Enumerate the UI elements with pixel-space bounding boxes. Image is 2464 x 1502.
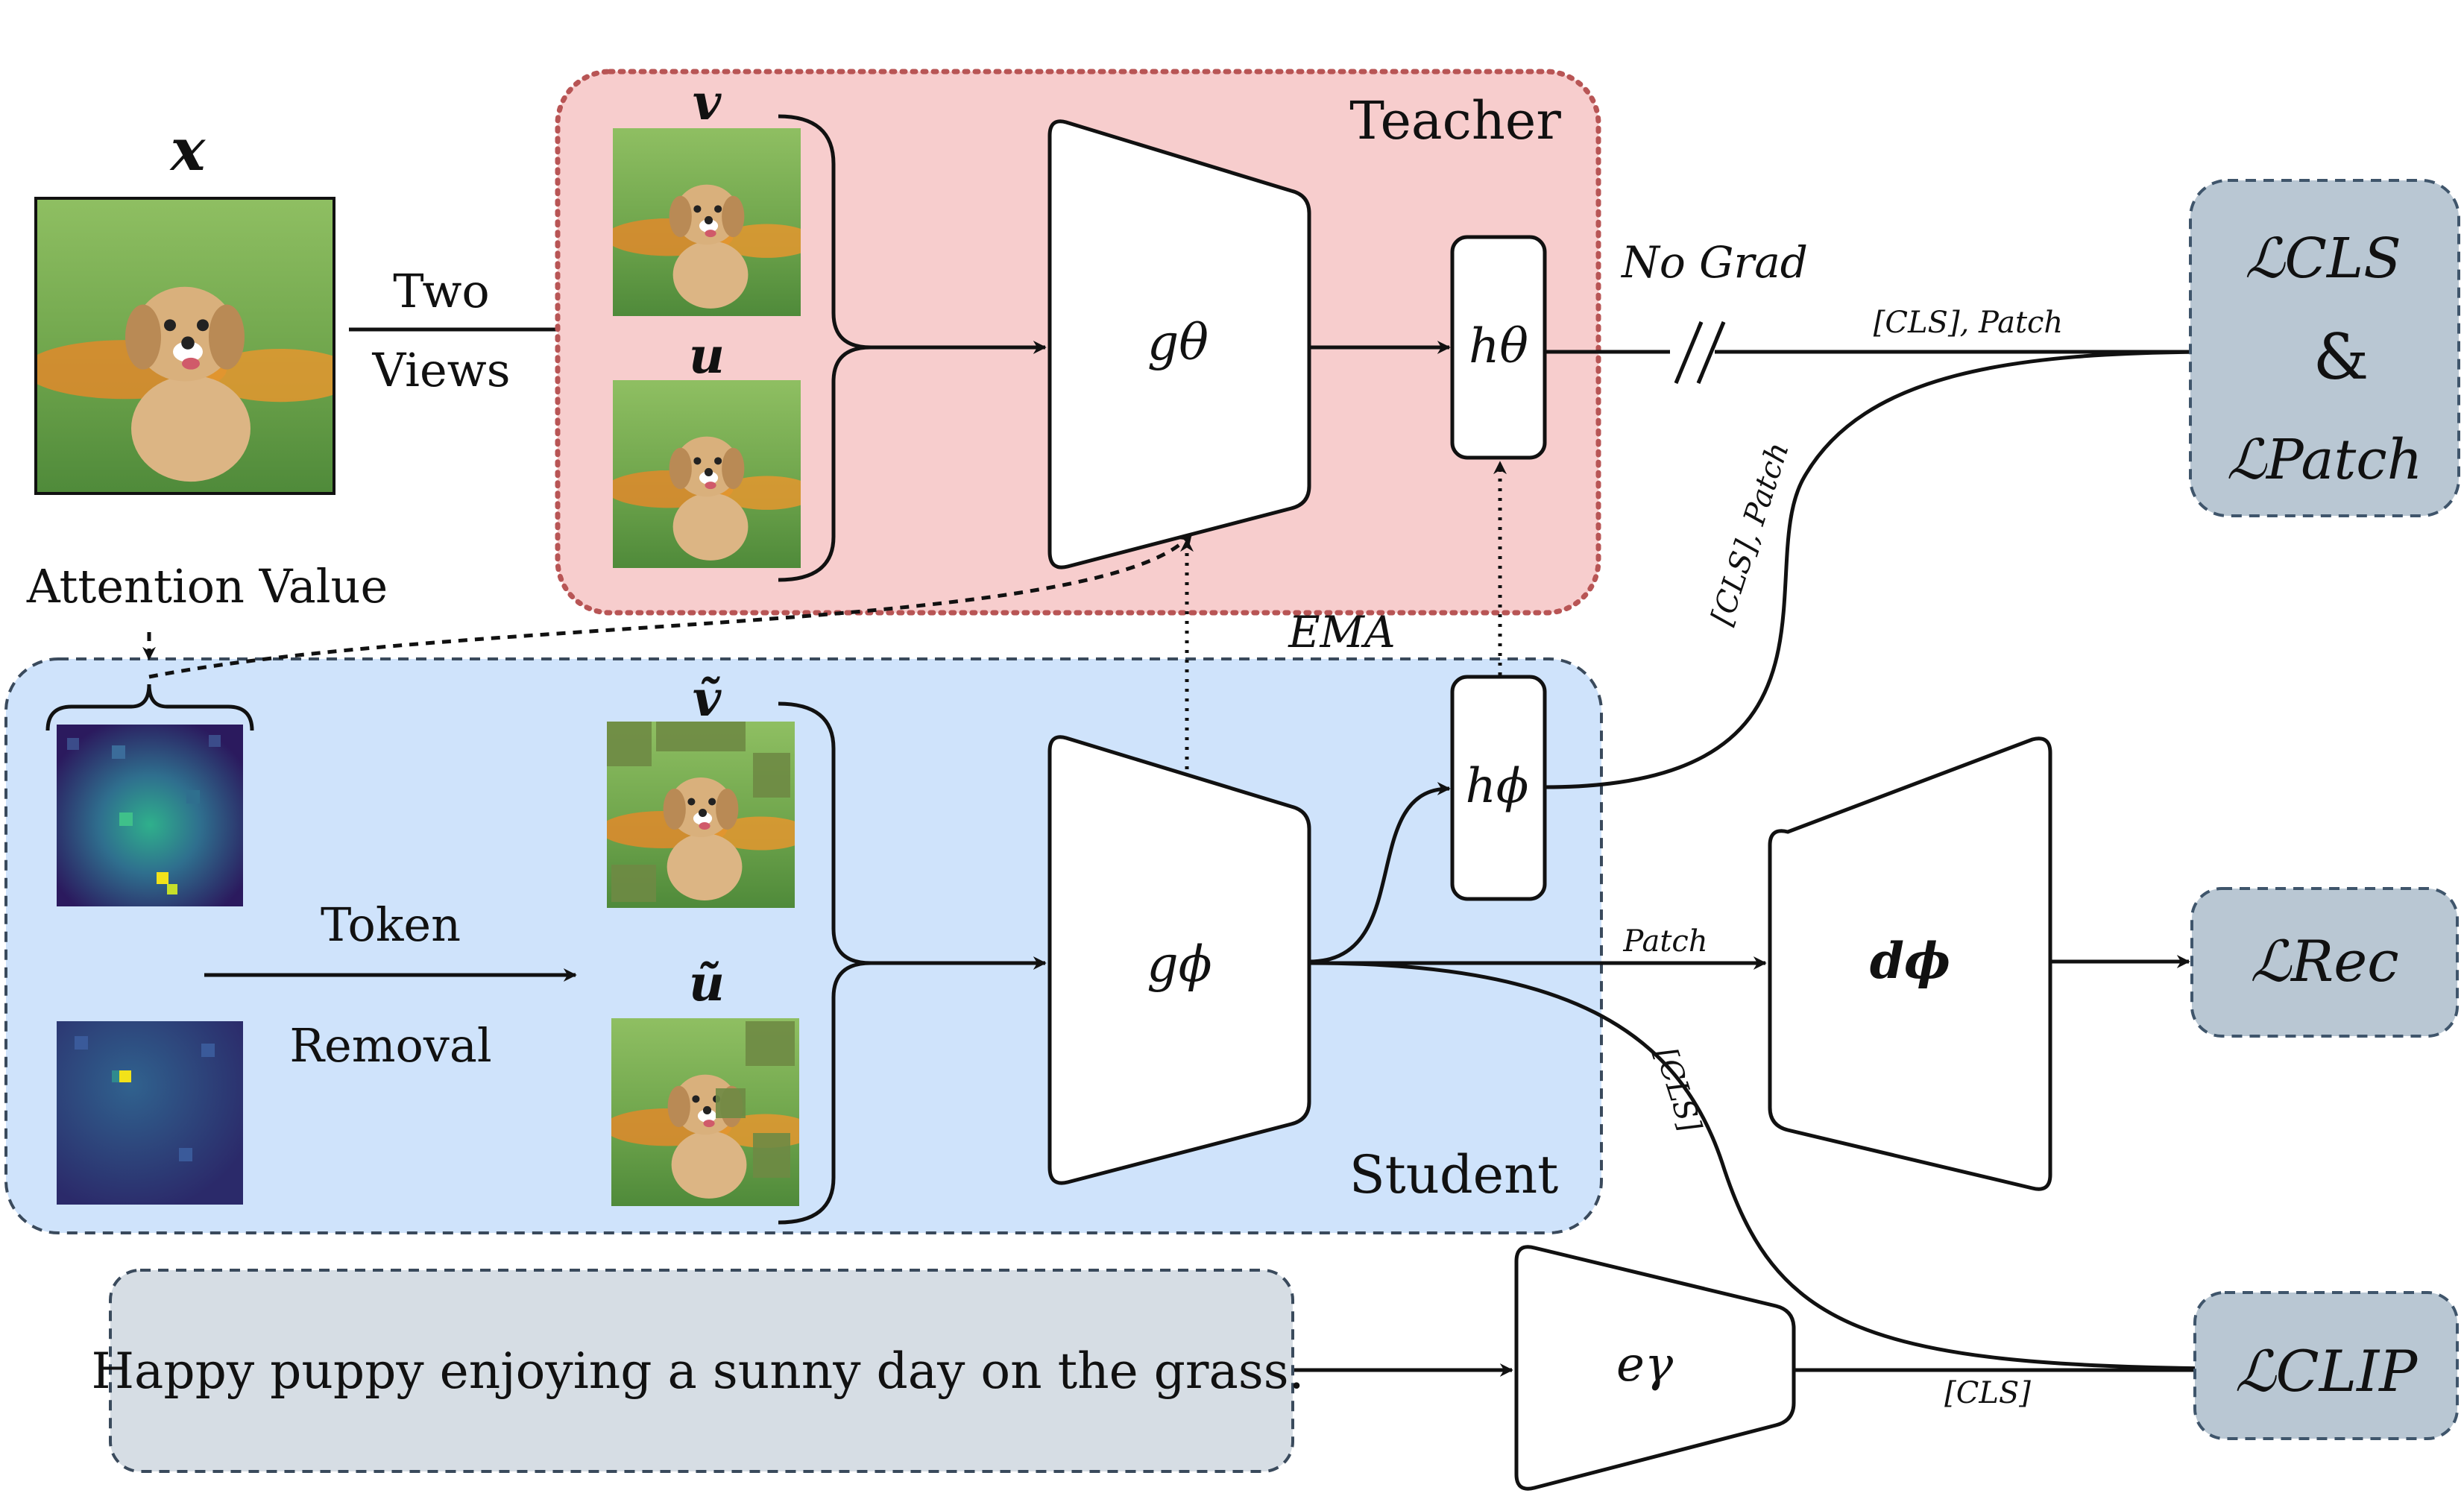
student-view-v-image <box>607 722 795 908</box>
teacher-view-v-label: v <box>693 73 722 131</box>
two-views-label-line1: Two <box>393 264 490 318</box>
student-encoder-to-head-arrow <box>1308 782 1451 964</box>
attention-value-label: Attention Value <box>26 559 388 613</box>
cls-to-clip-curve <box>1308 961 2223 1375</box>
student-title: Student <box>1349 1144 1559 1205</box>
student-encoder-label: gϕ <box>1147 935 1211 993</box>
loss-rec-label: ℒRec <box>2250 928 2399 994</box>
text-cls-edge-label: [CLS] <box>1944 1376 2031 1410</box>
decoder <box>1768 736 2052 1191</box>
attention-map-2 <box>57 1021 243 1205</box>
loss-cls-patch-box <box>2189 179 2460 517</box>
caption-text: Happy puppy enjoying a sunny day on the … <box>91 1342 1304 1400</box>
student-head-label: hϕ <box>1466 759 1529 814</box>
no-grad-label: No Grad <box>1620 237 1808 288</box>
teacher-output-edge-label: [CLS], Patch <box>1874 306 2063 340</box>
token-removal-line2: Removal <box>289 1018 491 1073</box>
teacher-encoder <box>1047 119 1311 569</box>
student-head-edge-label: [CLS], Patch <box>1704 438 1795 629</box>
attention-map-1 <box>57 725 243 906</box>
teacher-view-u-image <box>613 380 801 568</box>
loss-ampersand: & <box>2313 321 2369 394</box>
teacher-encoder-label: gθ <box>1147 314 1209 371</box>
loss-clip-box <box>2193 1291 2459 1440</box>
student-view-u-image <box>611 1018 799 1206</box>
input-symbol: x <box>169 116 207 184</box>
loss-patch-label: ℒPatch <box>2227 428 2423 492</box>
student-view-u-label: ũ <box>689 954 725 1012</box>
attention-brace <box>45 684 254 731</box>
patch-edge-label: Patch <box>1622 924 1707 959</box>
student-view-v-label: ṽ <box>693 669 722 728</box>
text-encoder-label: eγ <box>1616 1337 1674 1392</box>
loss-clip-label: ℒCLIP <box>2235 1338 2419 1404</box>
token-removal-line1: Token <box>321 897 461 952</box>
caption-box <box>109 1269 1294 1473</box>
student-encoder <box>1047 735 1311 1185</box>
input-image <box>34 197 335 495</box>
loss-rec-box <box>2190 887 2459 1038</box>
teacher-head <box>1450 235 1547 460</box>
teacher-views-brace <box>778 114 872 582</box>
decoder-label: dϕ <box>1870 932 1950 990</box>
teacher-view-u-label: u <box>689 326 725 385</box>
loss-cls-label: ℒCLS <box>2245 227 2401 291</box>
two-views-label-line2: Views <box>371 343 510 397</box>
teacher-title: Teacher <box>1349 90 1561 151</box>
cls-to-clip-edge-label: [CLS] <box>1648 1044 1708 1137</box>
text-encoder <box>1514 1245 1796 1491</box>
attention-value-dashed-arrow <box>148 532 1193 679</box>
teacher-view-v-image <box>613 128 801 316</box>
ema-label: EMA <box>1288 607 1396 657</box>
no-grad-gap <box>1670 328 1715 376</box>
student-head-output-curve <box>1544 350 2222 789</box>
teacher-head-label: hθ <box>1469 319 1528 374</box>
